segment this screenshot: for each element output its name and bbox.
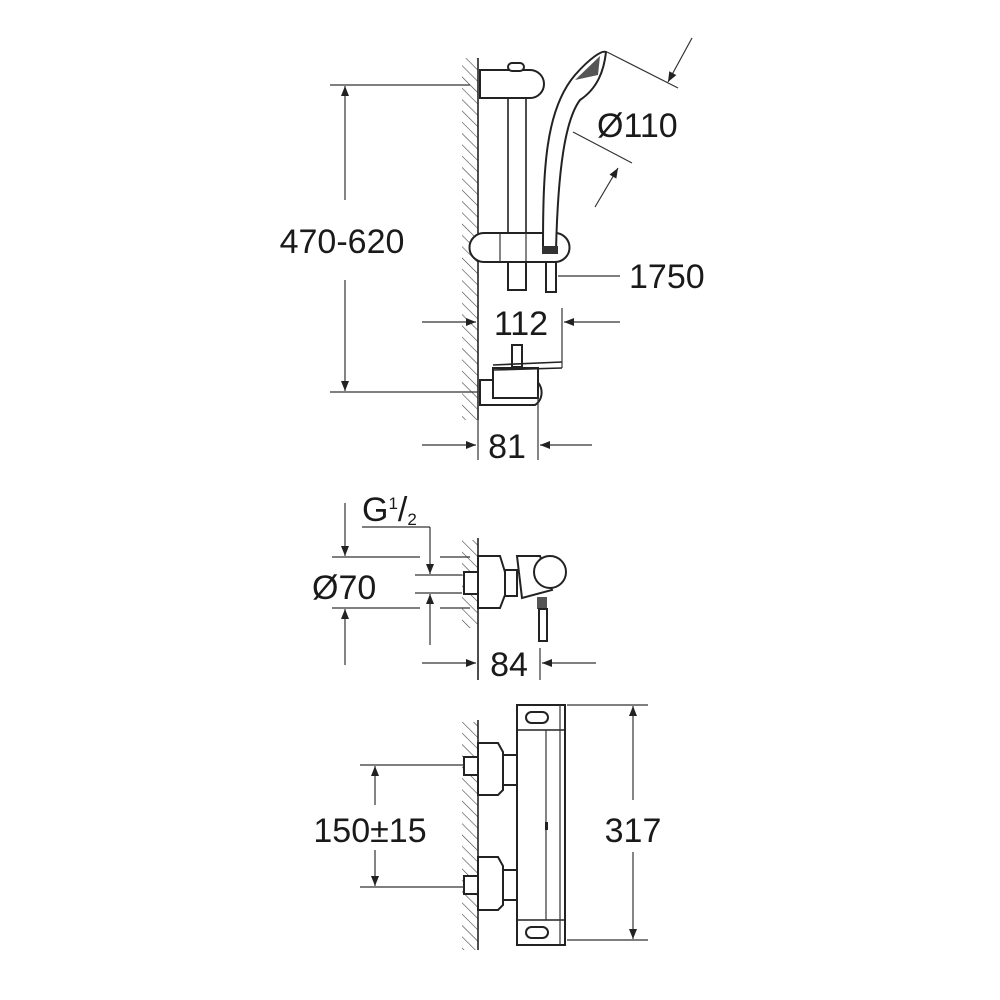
dim-rail-height: 470-620 xyxy=(280,223,405,261)
dim-head-diameter: Ø110 xyxy=(597,107,678,145)
inlet-stub xyxy=(463,571,479,595)
dim-body-depth: 84 xyxy=(490,646,528,684)
dim-rail-depth: 112 xyxy=(494,305,548,343)
valve-body xyxy=(477,555,506,609)
dim-bracket-depth: 81 xyxy=(488,428,526,466)
dim-thread: G1/2 xyxy=(362,491,417,529)
inlet-stub-top xyxy=(463,756,479,776)
dim-hose-length: 1750 xyxy=(629,258,705,296)
hose-outlet xyxy=(538,608,548,642)
shower-rail-view: 470-620 Ø110 1750 112 81 xyxy=(280,37,705,466)
dim-body-height: 317 xyxy=(605,812,662,850)
thermostat-body xyxy=(516,704,566,946)
thermostat-front-view: 150±15 317 xyxy=(313,704,662,950)
wall-hatch xyxy=(462,58,478,420)
hand-shower xyxy=(541,50,608,251)
thermostat-side-view: G1/2 Ø70 84 xyxy=(312,491,596,684)
top-bracket xyxy=(479,69,545,99)
dim-body-diameter: Ø70 xyxy=(312,569,376,607)
inlet-stub-bottom xyxy=(463,875,479,895)
dim-inlet-spacing: 150±15 xyxy=(313,812,426,850)
inlet-elbow-bottom xyxy=(477,856,504,911)
inlet-elbow-top xyxy=(477,742,504,796)
